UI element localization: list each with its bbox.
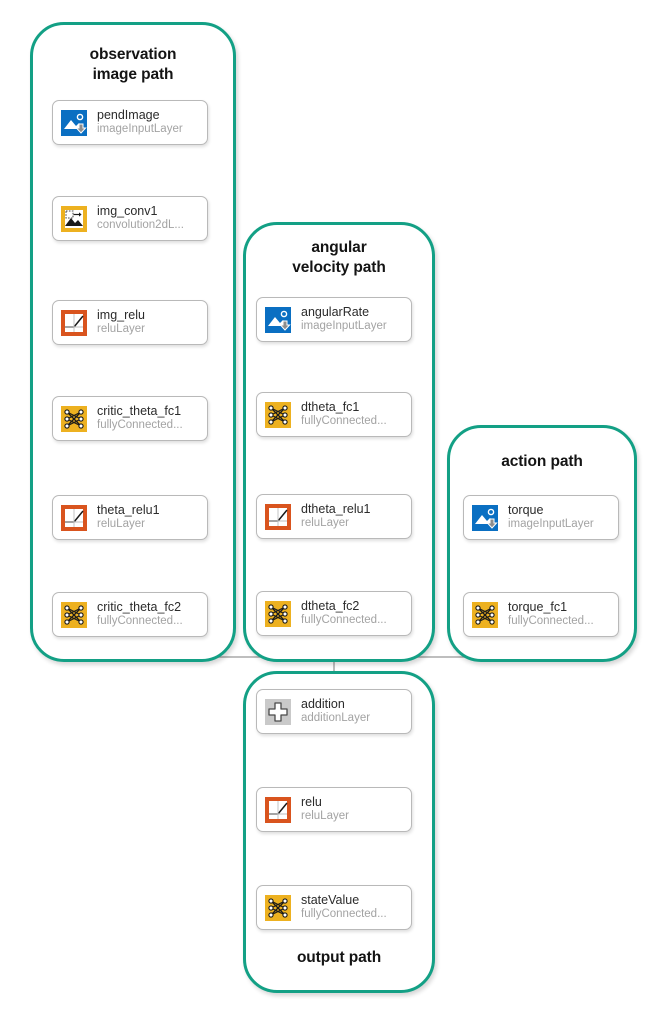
- layer-text-dtheta_fc2: dtheta_fc2 fullyConnected...: [301, 599, 411, 628]
- image-input-icon: [263, 305, 293, 335]
- layer-name: img_conv1: [97, 203, 158, 218]
- layer-text-img_conv1: img_conv1 convolution2dL...: [97, 204, 207, 233]
- layer-name: torque_fc1: [508, 599, 568, 614]
- layer-type: fullyConnected...: [97, 615, 183, 628]
- relu-icon: [59, 503, 89, 533]
- layer-text-dtheta_relu1: dtheta_relu1 reluLayer: [301, 502, 411, 531]
- convolution-icon: [59, 204, 89, 234]
- layer-text-critic_theta_fc1: critic_theta_fc1 fullyConnected...: [97, 404, 207, 433]
- layer-card-stateValue[interactable]: stateValue fullyConnected...: [256, 885, 412, 930]
- layer-name: dtheta_relu1: [301, 501, 371, 516]
- relu-icon: [263, 795, 293, 825]
- layer-type: imageInputLayer: [508, 518, 594, 531]
- layer-type: fullyConnected...: [301, 415, 387, 428]
- layer-name: addition: [301, 696, 345, 711]
- layer-name: pendImage: [97, 107, 160, 122]
- relu-icon: [263, 502, 293, 532]
- layer-name: stateValue: [301, 892, 360, 907]
- layer-name: dtheta_fc1: [301, 399, 360, 414]
- layer-card-addition[interactable]: addition additionLayer: [256, 689, 412, 734]
- layer-name: critic_theta_fc1: [97, 403, 182, 418]
- layer-name: theta_relu1: [97, 502, 160, 517]
- layer-type: fullyConnected...: [301, 614, 387, 627]
- layer-text-angularRate: angularRate imageInputLayer: [301, 305, 411, 334]
- group-title-line1: observation: [89, 46, 177, 63]
- group-title-line1: output path: [296, 949, 382, 966]
- layer-type: fullyConnected...: [508, 615, 594, 628]
- layer-card-torque_fc1[interactable]: torque_fc1 fullyConnected...: [463, 592, 619, 637]
- layer-name: torque: [508, 502, 544, 517]
- group-title-line1: action path: [501, 453, 583, 470]
- layer-type: reluLayer: [97, 323, 145, 336]
- fully-connected-icon: [59, 404, 89, 434]
- layer-type: reluLayer: [301, 810, 349, 823]
- group-title-angular-velocity-path: angular velocity path: [243, 238, 435, 279]
- layer-card-img_conv1[interactable]: img_conv1 convolution2dL...: [52, 196, 208, 241]
- layer-type: additionLayer: [301, 712, 371, 725]
- layer-type: imageInputLayer: [97, 123, 183, 136]
- layer-text-stateValue: stateValue fullyConnected...: [301, 893, 411, 922]
- group-title-observation-image-path: observation image path: [30, 45, 236, 86]
- layer-card-dtheta_fc2[interactable]: dtheta_fc2 fullyConnected...: [256, 591, 412, 636]
- layer-card-relu[interactable]: relu reluLayer: [256, 787, 412, 832]
- layer-type: fullyConnected...: [97, 419, 183, 432]
- group-title-line2: image path: [92, 66, 174, 84]
- layer-name: angularRate: [301, 304, 370, 319]
- layer-name: dtheta_fc2: [301, 598, 360, 613]
- fully-connected-icon: [263, 599, 293, 629]
- path-group-angular-velocity-path: [243, 222, 435, 662]
- layer-card-dtheta_relu1[interactable]: dtheta_relu1 reluLayer: [256, 494, 412, 539]
- layer-type: reluLayer: [97, 518, 145, 531]
- layer-card-dtheta_fc1[interactable]: dtheta_fc1 fullyConnected...: [256, 392, 412, 437]
- layer-card-torque[interactable]: torque imageInputLayer: [463, 495, 619, 540]
- fully-connected-icon: [59, 600, 89, 630]
- layer-type: fullyConnected...: [301, 908, 387, 921]
- layer-type: convolution2dL...: [97, 219, 184, 232]
- layer-name: relu: [301, 794, 322, 809]
- layer-type: imageInputLayer: [301, 320, 387, 333]
- fully-connected-icon: [470, 600, 500, 630]
- group-title-action-path: action path: [447, 452, 637, 472]
- layer-card-theta_relu1[interactable]: theta_relu1 reluLayer: [52, 495, 208, 540]
- layer-card-pendImage[interactable]: pendImage imageInputLayer: [52, 100, 208, 145]
- relu-icon: [59, 308, 89, 338]
- layer-text-torque_fc1: torque_fc1 fullyConnected...: [508, 600, 618, 629]
- layer-name: img_relu: [97, 307, 145, 322]
- layer-text-torque: torque imageInputLayer: [508, 503, 618, 532]
- layer-text-critic_theta_fc2: critic_theta_fc2 fullyConnected...: [97, 600, 207, 629]
- group-title-line1: angular: [311, 239, 367, 256]
- layer-text-dtheta_fc1: dtheta_fc1 fullyConnected...: [301, 400, 411, 429]
- layer-type: reluLayer: [301, 517, 349, 530]
- fully-connected-icon: [263, 893, 293, 923]
- addition-icon: [263, 697, 293, 727]
- layer-text-relu: relu reluLayer: [301, 795, 411, 824]
- layer-name: critic_theta_fc2: [97, 599, 182, 614]
- group-title-output-path: output path: [243, 948, 435, 968]
- layer-text-pendImage: pendImage imageInputLayer: [97, 108, 207, 137]
- image-input-icon: [470, 503, 500, 533]
- layer-card-img_relu[interactable]: img_relu reluLayer: [52, 300, 208, 345]
- layer-text-img_relu: img_relu reluLayer: [97, 308, 207, 337]
- layer-card-angularRate[interactable]: angularRate imageInputLayer: [256, 297, 412, 342]
- layer-text-theta_relu1: theta_relu1 reluLayer: [97, 503, 207, 532]
- image-input-icon: [59, 108, 89, 138]
- group-title-line2: velocity path: [292, 259, 386, 277]
- fully-connected-icon: [263, 400, 293, 430]
- layer-text-addition: addition additionLayer: [301, 697, 411, 726]
- layer-card-critic_theta_fc2[interactable]: critic_theta_fc2 fullyConnected...: [52, 592, 208, 637]
- layer-card-critic_theta_fc1[interactable]: critic_theta_fc1 fullyConnected...: [52, 396, 208, 441]
